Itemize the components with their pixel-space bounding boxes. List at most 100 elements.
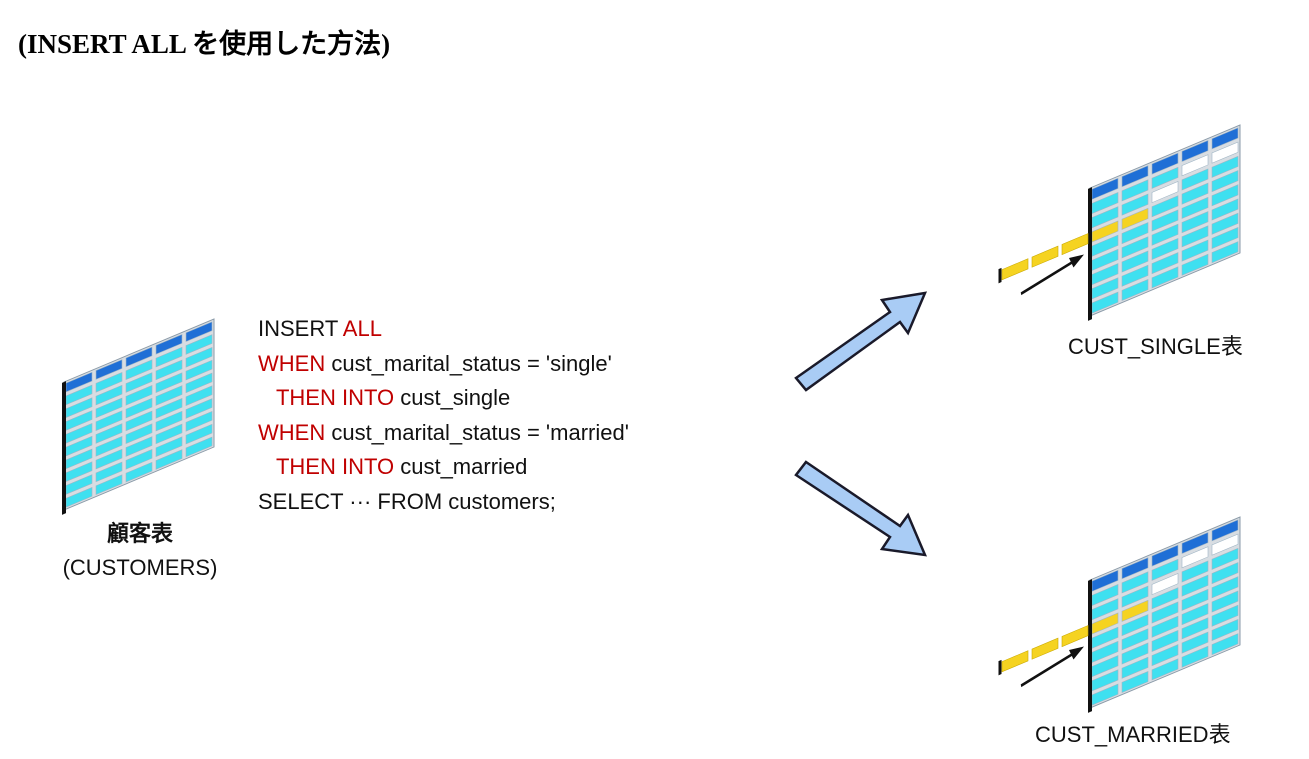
table-cell: [1181, 560, 1209, 583]
cust-married-label: CUST_MARRIED表: [1035, 722, 1231, 747]
table-cell: [155, 385, 183, 406]
table-cell: [1211, 633, 1239, 656]
header-cell: [95, 359, 123, 380]
table-cell: [1121, 264, 1149, 287]
table-cell: [1181, 588, 1209, 611]
table-cell: [1151, 252, 1179, 275]
table-cell: [95, 436, 123, 457]
table-cell: [1121, 193, 1149, 216]
incoming-row-cell: [1061, 625, 1089, 648]
table-cell: [1121, 628, 1149, 651]
customers-label-en: (CUSTOMERS): [62, 555, 218, 580]
table-cell: [125, 423, 153, 444]
incoming-row-cell: [1031, 637, 1059, 660]
header-cell: [155, 334, 183, 355]
inserted-cell: [1121, 207, 1149, 230]
header-cell: [1181, 140, 1209, 163]
table-cell: [1121, 571, 1149, 594]
code-line-1: INSERT ALL: [258, 316, 382, 341]
table-cell: [155, 346, 183, 368]
cust-married-table-icon: [998, 516, 1241, 713]
table-cell: [1181, 196, 1209, 219]
table-cell: [1151, 629, 1179, 652]
table-cell: [1181, 631, 1209, 654]
table-cell: [125, 397, 153, 419]
table-cell: [185, 411, 213, 432]
table-cell: [1151, 573, 1179, 596]
table-cell: [1151, 166, 1179, 189]
cust-single-table-icon: [998, 124, 1241, 321]
insert-arrowhead-icon: [1069, 646, 1084, 660]
table-cell: [155, 372, 183, 393]
table-cell: [1211, 562, 1239, 585]
table-cell: [125, 359, 153, 380]
table-cell: [1181, 645, 1209, 668]
table-cell: [95, 423, 123, 444]
table-cell: [1121, 179, 1149, 202]
table-cell: [95, 461, 123, 483]
customers-table-icon: [62, 318, 215, 515]
incoming-row-cell: [1001, 650, 1029, 673]
code-line-5: THEN INTO cust_married: [275, 454, 528, 480]
table-cell: [1181, 603, 1209, 626]
header-cell: [125, 346, 153, 368]
table-cell: [1181, 154, 1209, 177]
table-cell: [1181, 546, 1209, 569]
table-cell: [1121, 614, 1149, 637]
header-cell: [1151, 152, 1179, 175]
table-cell: [1211, 184, 1239, 207]
inserted-cell: [1121, 599, 1149, 622]
table-cell: [1211, 226, 1239, 249]
table-cell: [1181, 182, 1209, 205]
table-cell: [155, 449, 183, 470]
table-cell: [155, 410, 183, 432]
cust-single-label: CUST_SINGLE表: [1068, 334, 1243, 359]
table-cell: [1211, 141, 1239, 164]
arrow-to-married-icon: [794, 460, 928, 557]
table-cell: [1151, 209, 1179, 232]
table-cell: [125, 461, 153, 483]
table-cell: [1151, 601, 1179, 624]
table-cell: [1151, 615, 1179, 638]
table-cell: [125, 385, 153, 406]
incoming-row-cell: [1031, 245, 1059, 268]
table-cell: [1121, 222, 1149, 245]
table-cell: [1181, 253, 1209, 276]
table-cell: [1151, 223, 1179, 246]
table-cell: [1181, 168, 1209, 191]
table-cell: [1211, 170, 1239, 193]
table-cell: [1181, 225, 1209, 248]
header-cell: [1211, 519, 1239, 542]
table-cell: [95, 372, 123, 393]
table-cell: [1181, 211, 1209, 234]
header-cell: [1181, 532, 1209, 555]
table-cell: [125, 410, 153, 432]
table-cell: [1211, 155, 1239, 178]
table-cell: [95, 410, 123, 431]
table-cell: [1211, 241, 1239, 264]
table-cell: [185, 359, 213, 381]
table-cell: [95, 384, 123, 406]
header-cell: [185, 321, 213, 342]
arrow-to-single-icon: [794, 291, 928, 392]
table-cell: [1121, 585, 1149, 608]
table-cell: [1121, 236, 1149, 259]
table-cell: [185, 398, 213, 419]
table-cell: [1211, 576, 1239, 599]
incoming-row-cell: [1061, 233, 1089, 256]
table-cell: [1151, 658, 1179, 681]
incoming-row-cell: [1001, 258, 1029, 281]
table-cell: [1181, 239, 1209, 262]
table-cell: [1151, 587, 1179, 610]
table-cell: [185, 372, 213, 394]
table-cell: [185, 347, 213, 368]
insert-arrowhead-icon: [1069, 254, 1084, 268]
insert-arrow-icon: [1020, 256, 1080, 296]
customers-label: 顧客表 (CUSTOMERS): [60, 517, 220, 585]
table-cell: [185, 334, 213, 355]
table-cell: [1151, 181, 1179, 204]
table-cell: [1211, 618, 1239, 641]
table-cell: [1121, 670, 1149, 693]
table-cell: [1121, 250, 1149, 273]
header-cell: [1211, 127, 1239, 150]
